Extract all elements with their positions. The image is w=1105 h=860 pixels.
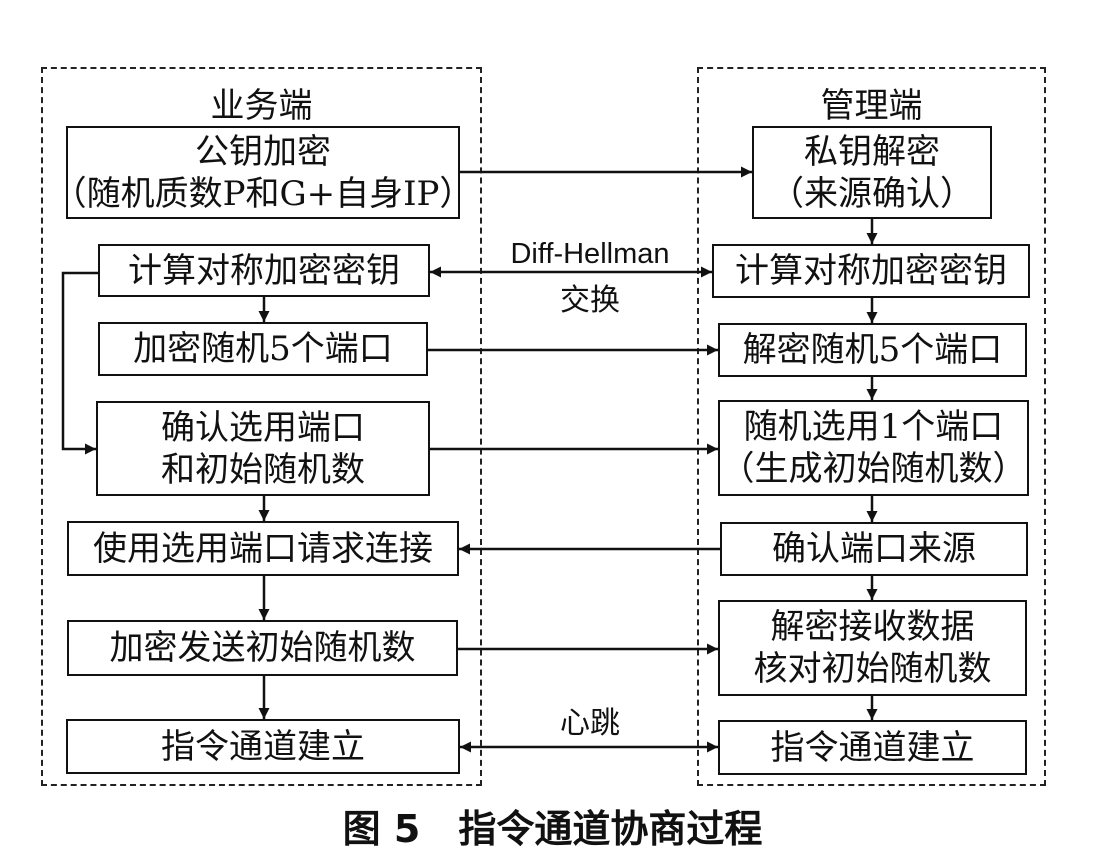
right-box-3-text: 解密随机5个端口 xyxy=(742,330,1003,370)
right-box-confirm-port-source: 确认端口来源 xyxy=(720,522,1028,576)
right-box-decrypt-random-ports: 解密随机5个端口 xyxy=(718,323,1027,377)
label-heartbeat: 心跳 xyxy=(560,706,620,741)
right-box-select-port: 随机选用1个端口 （生成初始随机数） xyxy=(718,400,1029,496)
left-box-2-text: 计算对称加密密钥 xyxy=(128,250,400,291)
right-box-5-text: 确认端口来源 xyxy=(772,529,976,569)
right-box-1-line-1: 私钥解密 xyxy=(804,131,940,172)
left-box-1-line-1: 公钥加密 xyxy=(195,131,331,172)
left-box-request-connection: 使用选用端口请求连接 xyxy=(67,521,459,576)
right-box-verify-random-number: 解密接收数据 核对初始随机数 xyxy=(718,600,1027,696)
right-box-2-text: 计算对称加密密钥 xyxy=(735,251,1007,291)
left-box-1-line-2: （随机质数P和G+自身IP） xyxy=(52,173,474,214)
right-box-compute-symmetric-key: 计算对称加密密钥 xyxy=(712,244,1030,298)
left-box-send-random-number: 加密发送初始随机数 xyxy=(67,620,458,676)
right-box-1-line-2: （来源确认） xyxy=(770,173,974,214)
left-box-7-text: 指令通道建立 xyxy=(161,726,365,767)
right-box-6-line-1: 解密接收数据 xyxy=(770,607,975,647)
right-box-4-line-1: 随机选用1个端口 xyxy=(743,407,1004,447)
left-box-6-text: 加密发送初始随机数 xyxy=(109,628,416,668)
business-side-title: 业务端 xyxy=(210,86,313,126)
left-box-4-line-2: 和初始随机数 xyxy=(161,449,365,490)
right-box-private-key-decrypt: 私钥解密 （来源确认） xyxy=(752,126,992,219)
business-side-panel xyxy=(41,67,482,786)
left-box-public-key-encrypt: 公钥加密 （随机质数P和G+自身IP） xyxy=(53,126,473,219)
left-box-4-line-1: 确认选用端口 xyxy=(161,407,365,448)
right-box-6-line-2: 核对初始随机数 xyxy=(753,649,992,689)
label-exchange: 交换 xyxy=(560,283,620,318)
figure-caption: 图 5 指令通道协商过程 xyxy=(342,807,763,851)
left-box-confirm-port: 确认选用端口 和初始随机数 xyxy=(96,401,430,496)
left-box-channel-established: 指令通道建立 xyxy=(66,719,460,774)
left-box-encrypt-random-ports: 加密随机5个端口 xyxy=(98,322,428,376)
management-side-panel xyxy=(697,67,1046,786)
left-box-5-text: 使用选用端口请求连接 xyxy=(93,528,433,569)
right-box-7-text: 指令通道建立 xyxy=(770,727,975,768)
left-box-compute-symmetric-key: 计算对称加密密钥 xyxy=(98,244,430,297)
right-box-channel-established: 指令通道建立 xyxy=(718,720,1027,775)
management-side-title: 管理端 xyxy=(820,86,923,126)
right-box-4-line-2: （生成初始随机数） xyxy=(720,449,1027,489)
left-box-3-text: 加密随机5个端口 xyxy=(133,329,393,369)
label-diffie-hellman: Diff-Hellman xyxy=(510,238,670,270)
